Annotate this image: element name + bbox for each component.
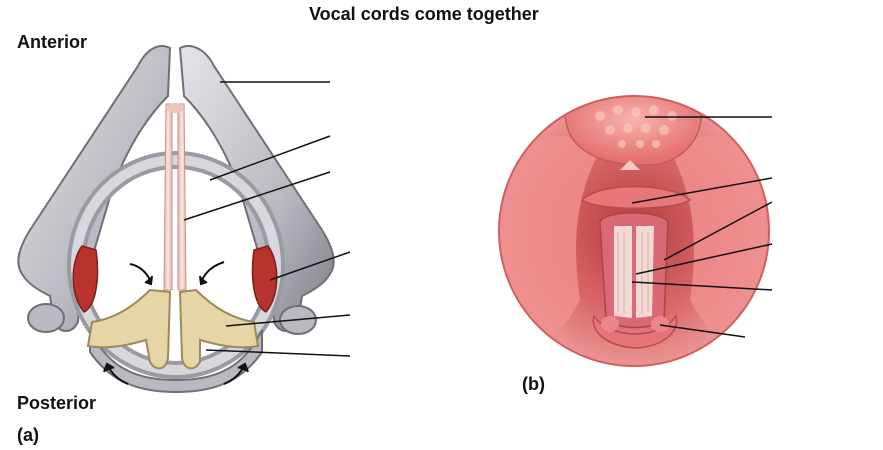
vocal-cords [164, 103, 186, 290]
cricoid-cartilage [76, 160, 276, 392]
thyroid-cartilage [18, 46, 333, 334]
